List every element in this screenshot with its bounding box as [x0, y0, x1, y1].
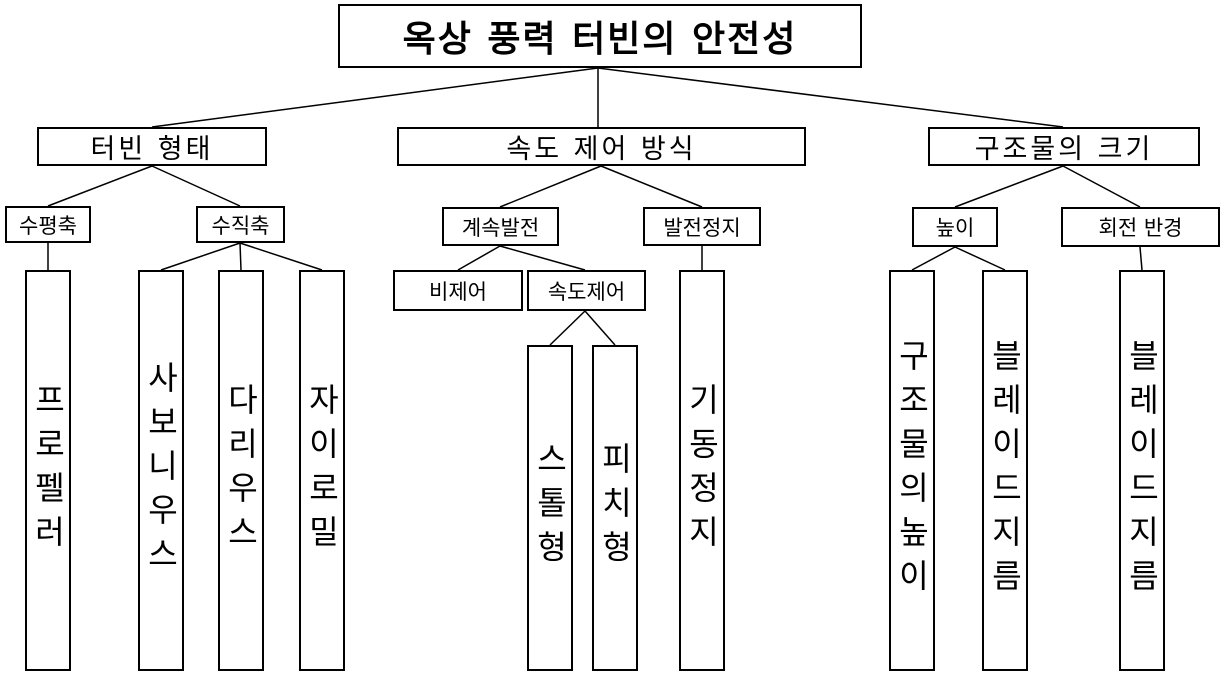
node-no-control: 비제어 [393, 270, 523, 311]
leaf-blade-diameter-1: 블레이드지름 [982, 270, 1028, 671]
node-generation-stop: 발전정지 [643, 207, 761, 246]
leaf-structure-height-label: 구조물의높이 [893, 338, 931, 603]
node-speed-control-sub: 속도제어 [527, 270, 646, 311]
leaf-stall: 스톨형 [527, 345, 573, 671]
diagram-title: 옥상 풍력 터빈의 안전성 [338, 4, 862, 68]
leaf-start-stop-label: 기동정지 [683, 382, 721, 559]
node-rotation-radius: 회전 반경 [1061, 207, 1220, 247]
node-structure-size: 구조물의 크기 [928, 127, 1200, 166]
leaf-structure-height: 구조물의높이 [889, 270, 935, 671]
leaf-blade-diameter-2-label: 블레이드지름 [1123, 338, 1161, 603]
node-height: 높이 [912, 207, 998, 247]
node-horizontal-axis: 수평축 [5, 206, 91, 243]
node-turbine-type: 터빈 형태 [37, 127, 267, 166]
leaf-savonius-label: 사보니우스 [142, 360, 180, 581]
leaf-savonius: 사보니우스 [138, 270, 184, 671]
leaf-pitch: 피치형 [592, 345, 638, 671]
leaf-propeller-label: 프로펠러 [29, 382, 67, 559]
leaf-start-stop: 기동정지 [679, 270, 725, 671]
leaf-stall-label: 스톨형 [531, 442, 569, 574]
leaf-pitch-label: 피치형 [596, 442, 634, 574]
leaf-gyromill: 자이로밀 [299, 270, 345, 671]
node-continuous-generation: 계속발전 [442, 207, 559, 246]
node-speed-control: 속도 제어 방식 [397, 127, 806, 166]
node-vertical-axis: 수직축 [196, 206, 285, 243]
leaf-blade-diameter-1-label: 블레이드지름 [986, 338, 1024, 603]
leaf-darrieus-label: 다리우스 [222, 382, 260, 559]
leaf-darrieus: 다리우스 [218, 270, 264, 671]
leaf-gyromill-label: 자이로밀 [303, 382, 341, 559]
leaf-propeller: 프로펠러 [25, 270, 71, 671]
leaf-blade-diameter-2: 블레이드지름 [1119, 270, 1165, 671]
